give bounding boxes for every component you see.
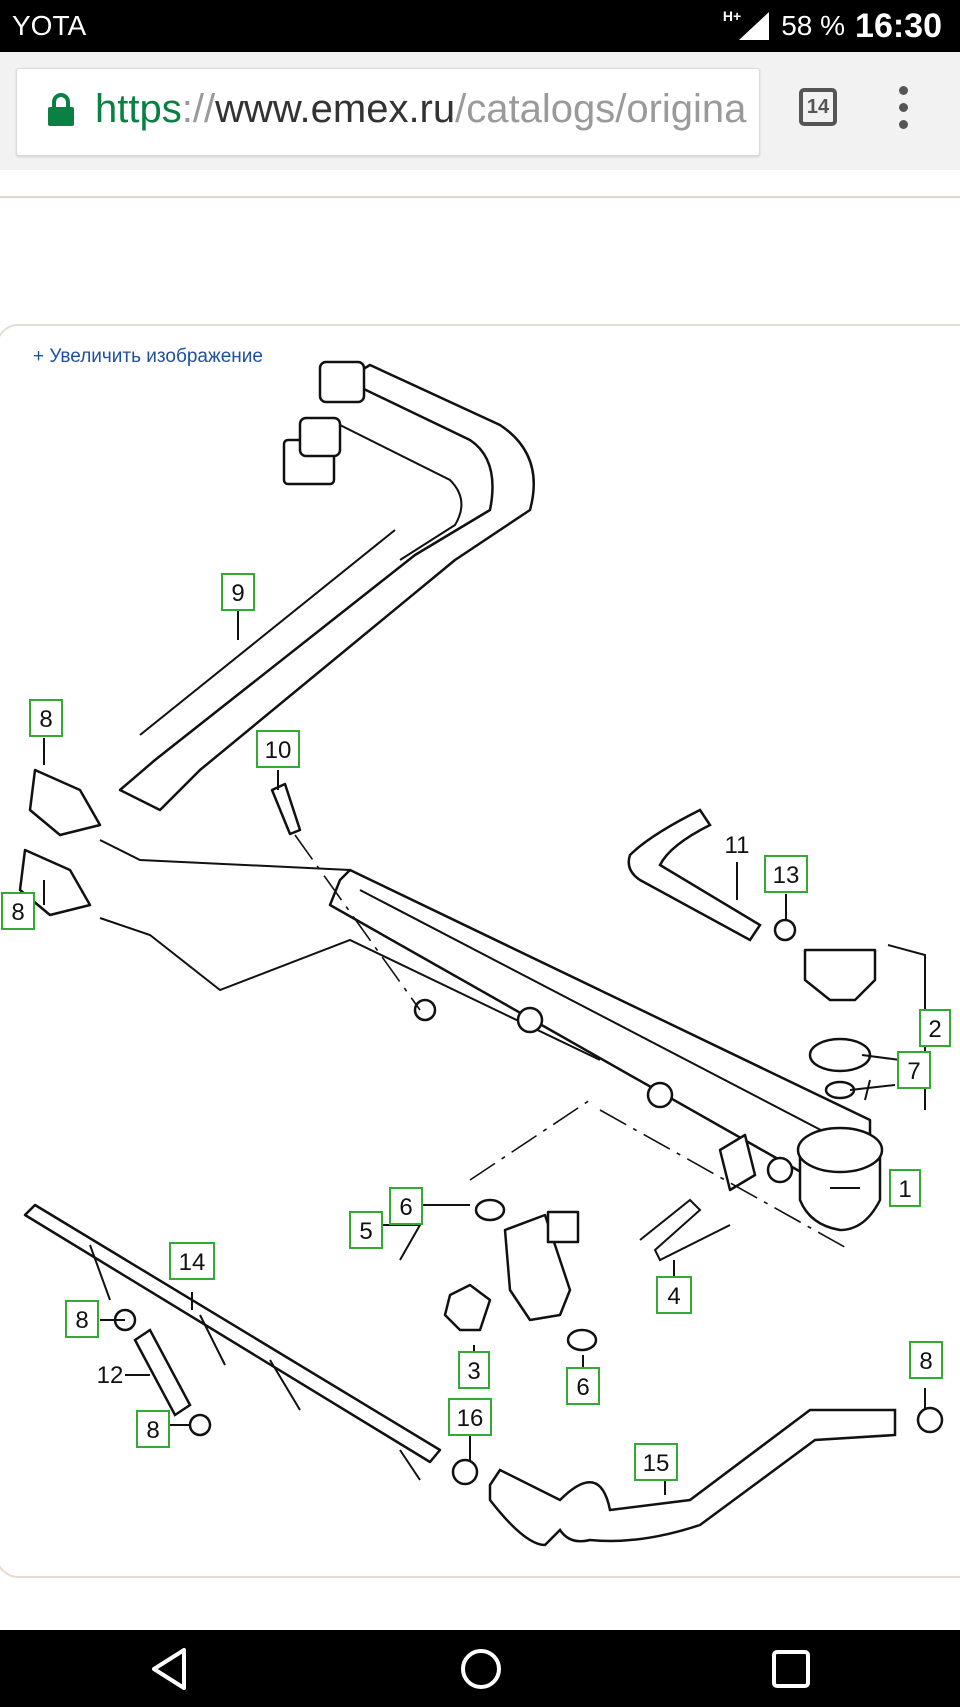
callout-11[interactable]: 11 [725, 832, 750, 859]
seal-ring [566, 1328, 598, 1352]
status-indicators: H+ 58 % 16:30 [723, 6, 942, 46]
callout-6a[interactable]: 6 [389, 1187, 423, 1225]
hose-clamp [773, 918, 797, 942]
leader-dash [469, 1099, 851, 1251]
svg-text:16: 16 [457, 1405, 484, 1432]
callout-4[interactable]: 4 [656, 1276, 692, 1314]
url-scheme: https [95, 87, 182, 131]
url-text[interactable]: https://www.emex.ru/catalogs/origina [95, 87, 746, 132]
zoom-image-link[interactable]: + Увеличить изображение [33, 346, 263, 367]
callout-9[interactable]: 9 [221, 573, 255, 611]
parts-diagram[interactable]: 1 2 3 4 5 6 6 7 8 8 8 8 8 9 10 11 12 13 … [0, 330, 960, 1575]
svg-text:13: 13 [773, 862, 800, 889]
svg-text:14: 14 [179, 1249, 206, 1276]
vacuum-hose [627, 808, 762, 942]
retaining-clip [443, 1283, 492, 1332]
injector-connector [546, 1210, 580, 1244]
url-separator: :// [181, 87, 216, 131]
clock: 16:30 [855, 6, 942, 45]
pressure-regulator [803, 948, 877, 1002]
svg-text:7: 7 [907, 1058, 920, 1085]
svg-text:8: 8 [919, 1348, 932, 1375]
callout-8c[interactable]: 8 [65, 1300, 99, 1338]
callout-14[interactable]: 14 [169, 1242, 215, 1280]
signal-icon [739, 12, 770, 40]
callout-5[interactable]: 5 [349, 1211, 383, 1249]
network-type: H+ [722, 8, 742, 24]
callout-10[interactable]: 10 [256, 730, 300, 768]
lock-icon [48, 93, 74, 126]
lower-fuel-rail [23, 1203, 442, 1464]
recents-icon[interactable] [766, 1644, 816, 1694]
callout-3[interactable]: 3 [458, 1351, 490, 1389]
callout-6b[interactable]: 6 [566, 1367, 600, 1405]
hose-clamp [188, 1413, 212, 1437]
callout-13[interactable]: 13 [764, 855, 808, 893]
callout-8a[interactable]: 8 [29, 699, 63, 737]
hose-connector [298, 416, 342, 458]
svg-text:1: 1 [898, 1176, 911, 1203]
hose-connector [318, 360, 366, 404]
short-hose [133, 1328, 192, 1417]
url-host: www.emex.ru [215, 87, 456, 131]
back-icon[interactable] [146, 1644, 196, 1694]
tab-switcher-button[interactable]: 14 [799, 88, 837, 126]
callout-8e[interactable]: 8 [909, 1341, 943, 1379]
hose-outline [139, 529, 396, 736]
rail-port [516, 1006, 544, 1034]
svg-text:8: 8 [39, 706, 52, 733]
url-field[interactable]: https://www.emex.ru/catalogs/origina [16, 68, 760, 156]
hose-clamp [451, 1458, 479, 1486]
carrier-name: YOTA [12, 10, 87, 41]
url-path: /catalogs/origina [455, 87, 747, 131]
rail-stubs [89, 1244, 421, 1481]
svg-text:8: 8 [146, 1417, 159, 1444]
fuel-rail-edge [359, 889, 841, 1141]
hose-end [28, 768, 102, 837]
hose-end [18, 848, 92, 917]
rail-port [646, 1081, 674, 1109]
spring-clip [639, 1198, 731, 1262]
svg-text:5: 5 [359, 1218, 372, 1245]
fuel-hose [488, 1408, 897, 1547]
svg-text:6: 6 [399, 1194, 412, 1221]
callout-16[interactable]: 16 [448, 1398, 492, 1436]
callout-8d[interactable]: 8 [136, 1410, 170, 1448]
hose-outline [329, 419, 463, 561]
svg-text:9: 9 [231, 580, 244, 607]
callout-7[interactable]: 7 [897, 1051, 931, 1089]
callout-2[interactable]: 2 [919, 1009, 951, 1047]
hose-assembly [118, 363, 535, 812]
rail-mount [413, 998, 437, 1022]
home-icon[interactable] [456, 1644, 506, 1694]
svg-text:6: 6 [576, 1374, 589, 1401]
svg-text:2: 2 [928, 1016, 941, 1043]
regulator-top [796, 1126, 884, 1174]
section-divider [0, 196, 960, 198]
o-ring-large [808, 1037, 872, 1073]
overflow-menu-icon[interactable] [896, 86, 910, 130]
leader-dash [294, 834, 421, 1011]
callout-12[interactable]: 12 [97, 1362, 124, 1389]
svg-text:8: 8 [11, 899, 24, 926]
android-nav-bar [0, 1630, 960, 1707]
callout-1[interactable]: 1 [889, 1169, 921, 1207]
callout-8b[interactable]: 8 [1, 892, 35, 930]
rail-bracket [718, 1133, 757, 1192]
svg-text:3: 3 [467, 1358, 480, 1385]
browser-toolbar: https://www.emex.ru/catalogs/origina 14 [0, 52, 960, 170]
battery-level: 58 % [781, 10, 846, 41]
svg-text:8: 8 [75, 1307, 88, 1334]
svg-text:4: 4 [667, 1283, 680, 1310]
bolt [270, 782, 302, 836]
seal-ring [474, 1198, 506, 1222]
hose-clamp [916, 1406, 944, 1434]
callout-15[interactable]: 15 [634, 1443, 678, 1481]
svg-text:10: 10 [265, 737, 292, 764]
rail-port [766, 1156, 794, 1184]
o-ring-small [824, 1080, 856, 1100]
status-bar: YOTA H+ 58 % 16:30 [0, 0, 960, 52]
svg-text:15: 15 [643, 1450, 670, 1477]
